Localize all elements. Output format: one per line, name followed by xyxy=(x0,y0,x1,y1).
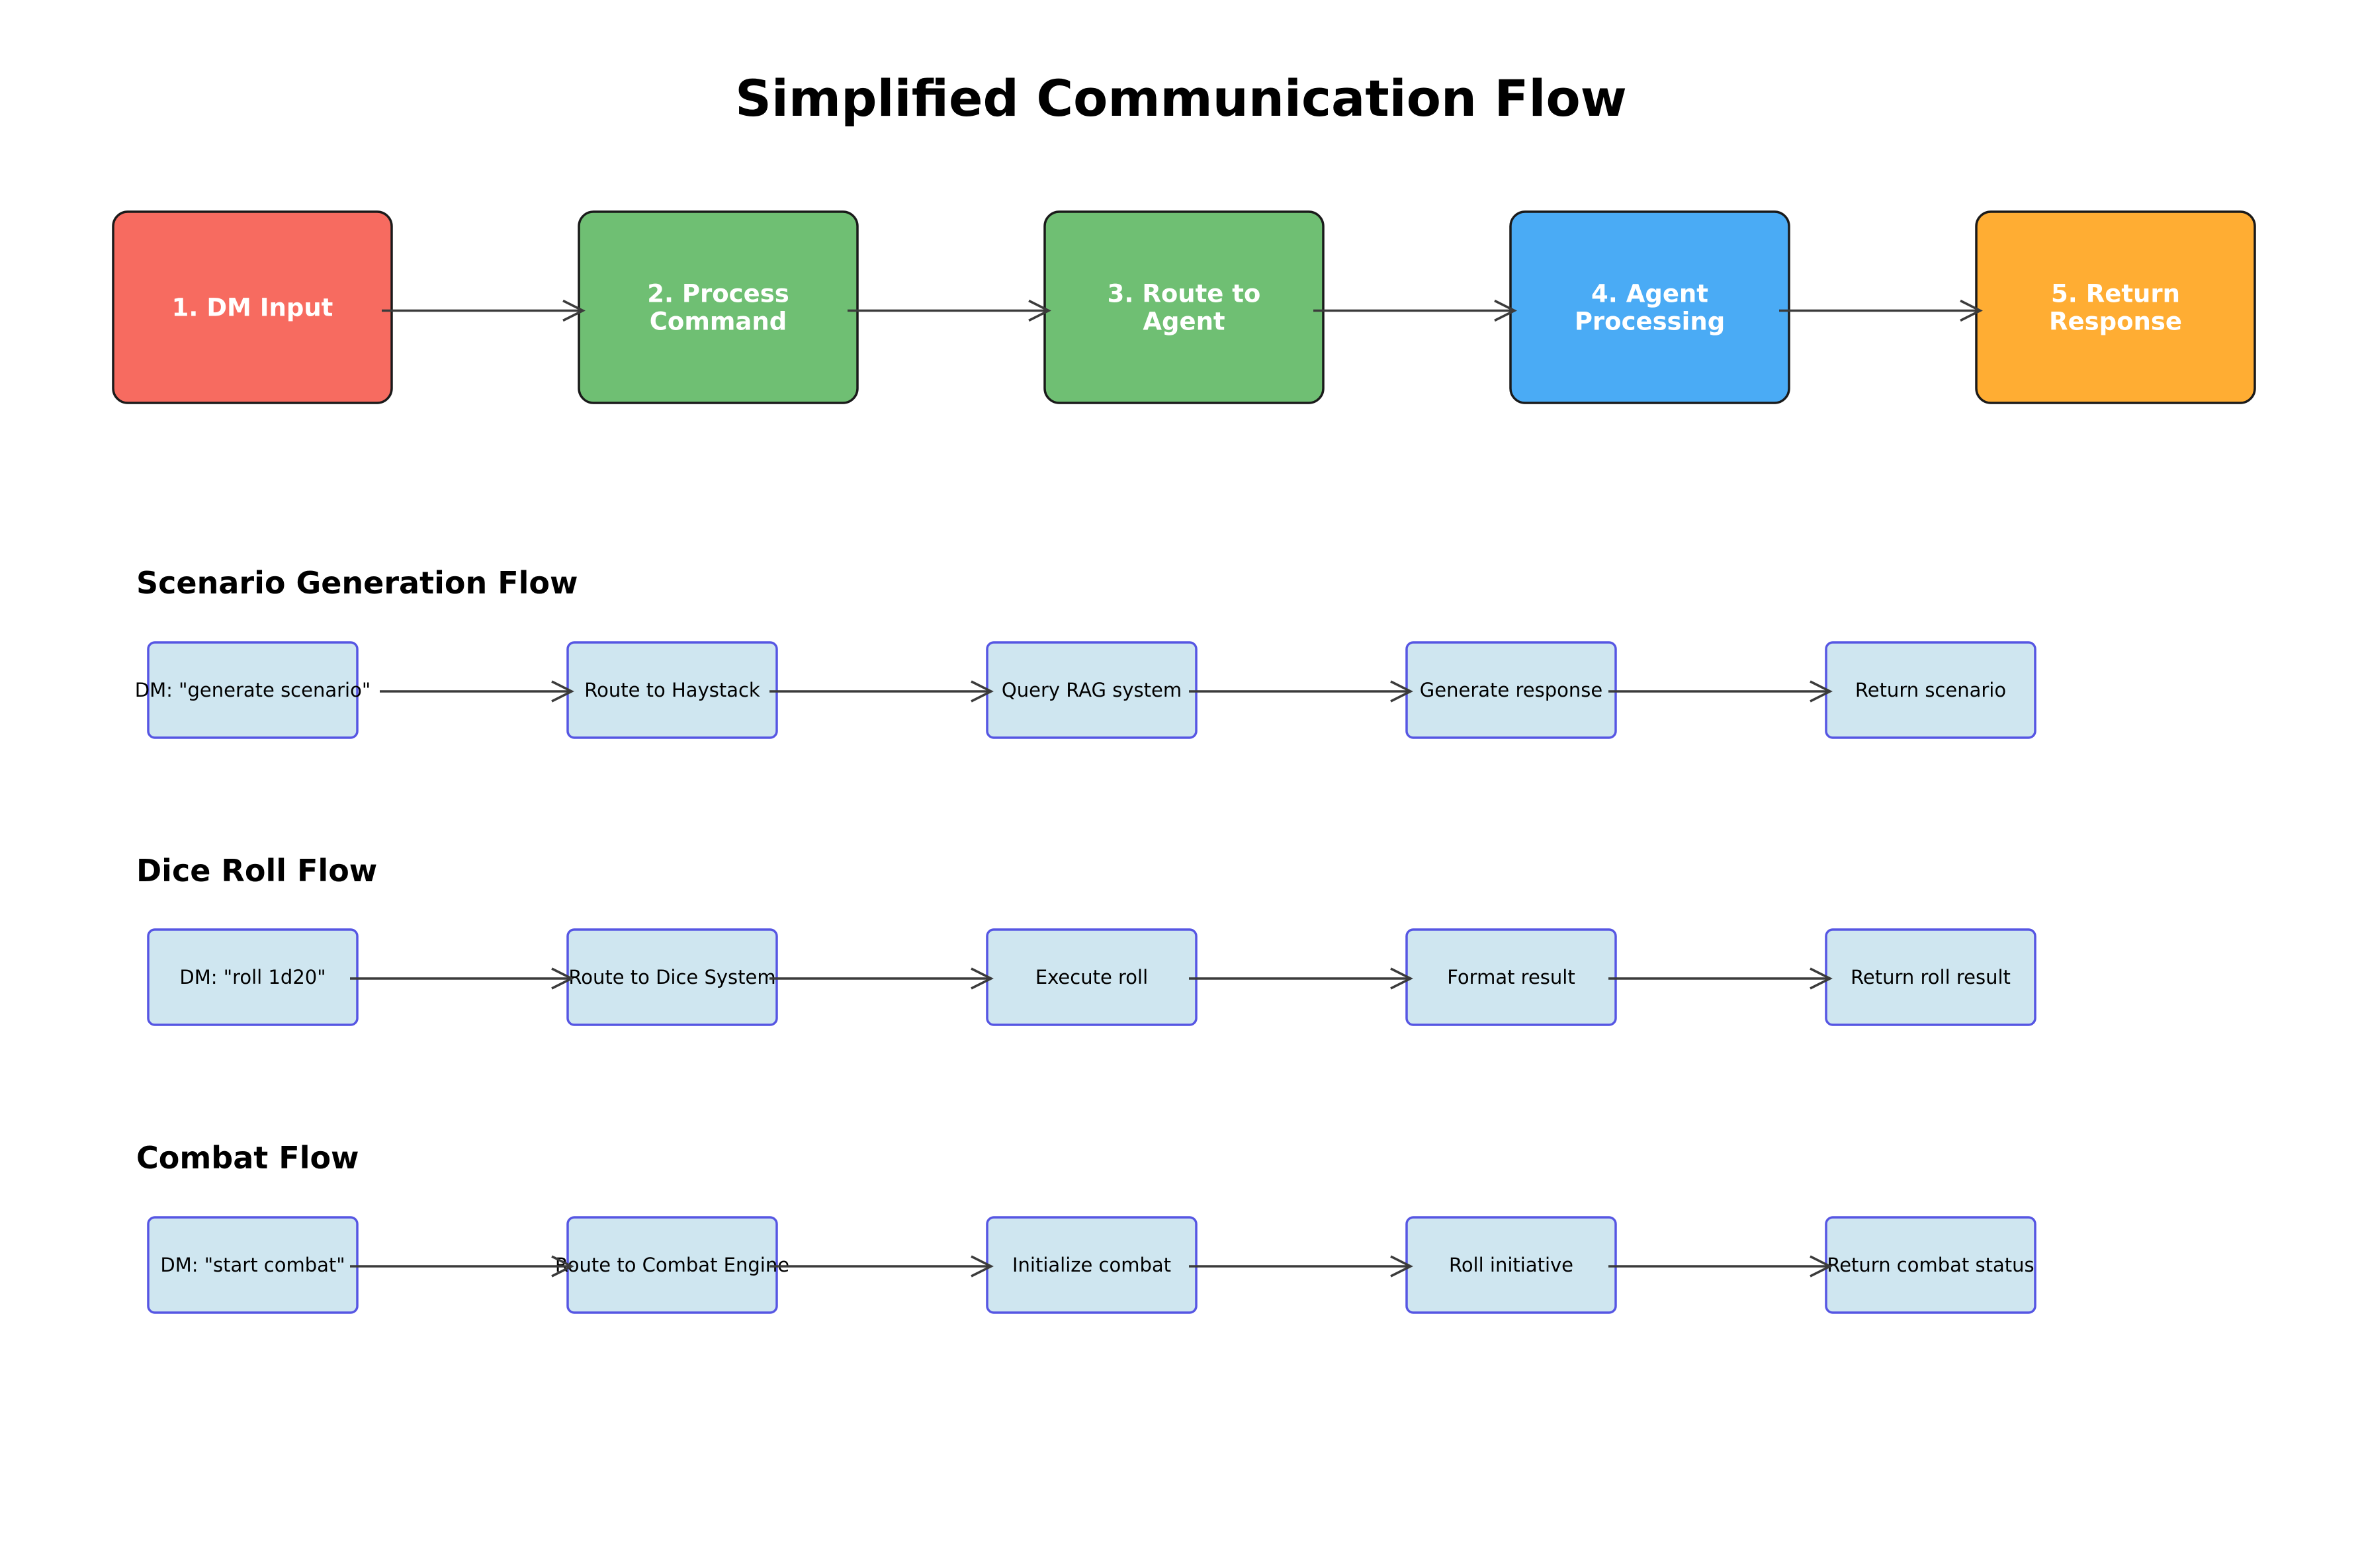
main-step-box xyxy=(578,210,859,404)
flow-arrow-1 xyxy=(380,680,574,703)
flow-step-box xyxy=(147,928,359,1026)
main-arrow-1 xyxy=(382,299,586,322)
flow-step: Format result xyxy=(1405,928,1617,1026)
flow-step: Return combat status xyxy=(1825,1216,2036,1314)
flow-step: DM: "roll 1d20" xyxy=(147,928,359,1026)
flow-step: Return scenario xyxy=(1825,641,2036,739)
main-step-box xyxy=(112,210,393,404)
flow-step-label: DM: "start combat" xyxy=(160,1254,345,1276)
section-heading: Combat Flow xyxy=(136,1140,359,1176)
flow-step-label: Roll initiative xyxy=(1449,1254,1573,1276)
flow-arrow-3 xyxy=(1189,680,1413,703)
flow-step-label: DM: "roll 1d20" xyxy=(179,966,326,988)
main-step-label: Agent xyxy=(1143,308,1225,336)
flow-step-label: Route to Combat Engine xyxy=(555,1254,789,1276)
flow-arrow-4 xyxy=(1608,680,1833,703)
main-step-box xyxy=(1509,210,1790,404)
flow-step-label: Return combat status xyxy=(1827,1254,2034,1276)
flow-step-box xyxy=(147,641,359,739)
flow-step: DM: "generate scenario" xyxy=(135,641,371,739)
main-arrow-2 xyxy=(848,299,1051,322)
main-arrow-4 xyxy=(1779,299,1983,322)
flow-step: Return roll result xyxy=(1825,928,2036,1026)
main-arrow-3 xyxy=(1313,299,1517,322)
flow-arrow-1 xyxy=(350,1255,574,1278)
flow-step: Query RAG system xyxy=(986,641,1198,739)
flow-step: DM: "start combat" xyxy=(147,1216,359,1314)
flow-arrow-3 xyxy=(1189,1255,1413,1278)
main-step-label: Command xyxy=(650,308,787,336)
diagram-title: Simplified Communication Flow xyxy=(735,69,1627,128)
flow-arrow-3 xyxy=(1189,967,1413,990)
flow-arrow-4 xyxy=(1608,967,1833,990)
flow-step-label: Initialize combat xyxy=(1012,1254,1171,1276)
flow-step: Execute roll xyxy=(986,928,1198,1026)
main-step-label: Processing xyxy=(1575,308,1725,336)
main-step-1: 1. DM Input xyxy=(112,210,393,404)
flow-step-label: Route to Dice System xyxy=(568,966,775,988)
flow-step-label: Format result xyxy=(1447,966,1575,988)
main-step-box xyxy=(1975,210,2256,404)
section-heading: Dice Roll Flow xyxy=(136,853,377,889)
flow-step: Generate response xyxy=(1405,641,1617,739)
flow-step: Roll initiative xyxy=(1405,1216,1617,1314)
flow-step-box xyxy=(147,1216,359,1314)
flow-arrow-2 xyxy=(769,967,994,990)
flow-step-label: Return scenario xyxy=(1855,679,2006,701)
flow-step-label: Execute roll xyxy=(1035,966,1148,988)
flow-step: Initialize combat xyxy=(986,1216,1198,1314)
flow-step-label: DM: "generate scenario" xyxy=(135,679,371,701)
main-step-label: 5. Return xyxy=(2051,280,2180,308)
flow-arrow-2 xyxy=(769,1255,994,1278)
main-step-label: 2. Process xyxy=(647,280,789,308)
main-step-box xyxy=(1043,210,1325,404)
main-step-label: 1. DM Input xyxy=(172,294,333,322)
flow-step: Route to Combat Engine xyxy=(555,1216,789,1314)
main-step-label: Response xyxy=(2049,308,2182,336)
flow-step-label: Return roll result xyxy=(1851,966,2011,988)
main-step-label: 3. Route to xyxy=(1108,280,1261,308)
section-heading: Scenario Generation Flow xyxy=(136,565,578,601)
flow-arrow-2 xyxy=(769,680,994,703)
flow-step: Route to Haystack xyxy=(566,641,778,739)
flow-step-label: Query RAG system xyxy=(1002,679,1182,701)
flow-step-label: Route to Haystack xyxy=(584,679,760,701)
flow-step-label: Generate response xyxy=(1420,679,1602,701)
flow-arrow-1 xyxy=(350,967,574,990)
main-step-label: 4. Agent xyxy=(1591,280,1708,308)
flow-step: Route to Dice System xyxy=(566,928,778,1026)
flow-arrow-4 xyxy=(1608,1255,1833,1278)
